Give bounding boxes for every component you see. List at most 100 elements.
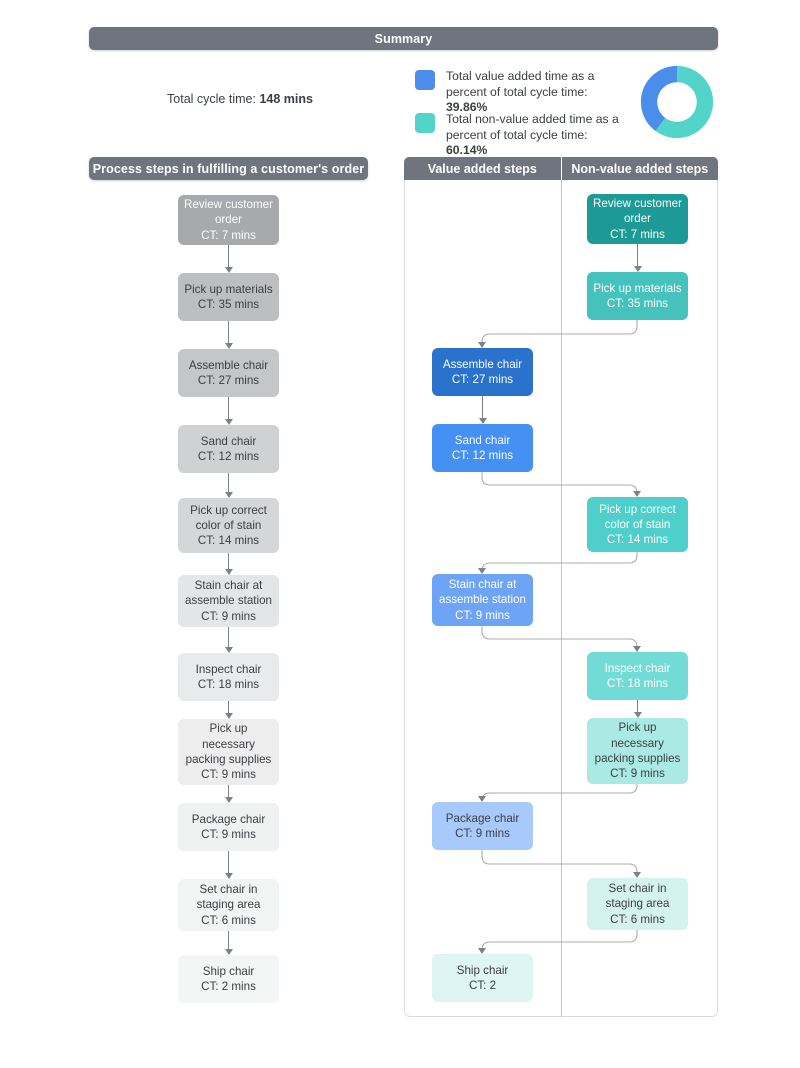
step-name-line: order [214,213,243,227]
connector-line [228,627,229,647]
step-name-line: Assemble chair [442,357,523,371]
step-name-line: assemble station [439,593,526,607]
legend-text-value-added: Total value added time as a percent of t… [446,69,595,99]
step-cycle-time: CT: 18 mins [197,678,260,691]
step-cycle-time: CT: 35 mins [606,297,669,310]
step-name-line: assemble station [185,594,272,608]
step-name-line: Pick up materials [184,282,273,296]
step-name-line: order [623,212,652,226]
step-name-line: Package chair [191,812,266,826]
connector-arrow [224,647,233,653]
step-cycle-time: CT: 27 mins [451,373,514,386]
total-cycle-time: Total cycle time: 148 mins [110,92,370,106]
step-cycle-time: CT: 9 mins [455,608,510,622]
step-name-line: Stain chair at [194,579,263,593]
connector-line [228,473,229,492]
step-name-line: Review customer [184,198,273,212]
step-cycle-time: CT: 12 mins [197,450,260,463]
legend-value-non-value-added: 60.14% [446,143,488,157]
connector-line [637,700,638,712]
column-header-value-added: Value added steps [404,157,562,180]
step-cycle-time: CT: 2 mins [201,980,256,993]
connector-line [228,785,229,797]
step-name-line: Pick up materials [593,281,682,295]
legend-item-non-value-added: Total non-value added time as a percent … [415,112,630,159]
connector-line [228,851,229,873]
connector-arrow [224,569,233,575]
value-analysis-header-row: Value added steps Non-value added steps [404,157,718,180]
step-name-line: packing supplies [185,753,272,766]
step-cycle-time: CT: 7 mins [610,227,665,241]
step-name-line: staging area [605,897,670,911]
legend-swatch-value-added [415,70,435,90]
column-header-non-value-added: Non-value added steps [571,161,709,176]
step-cycle-time: CT: 9 mins [201,828,256,841]
connector-line [482,396,483,418]
connector-arrow [224,797,233,803]
step-name-line: Ship chair [456,963,509,977]
step-name-line: Pick up correct [599,502,676,516]
step-name-line: packing supplies [594,752,681,765]
step-name-line: necessary [611,736,664,750]
step-name-line: Sand chair [200,434,257,448]
donut-slice-non-value-added [655,65,714,139]
step-name-line: Pick up correct [190,503,267,517]
step-name-line: Sand chair [454,433,511,447]
connector-line [637,244,638,266]
step-name-line: Set chair in [199,883,258,897]
connector-arrow [633,712,642,718]
step-cycle-time: CT: 7 mins [201,228,256,242]
summary-header-bar: Summary [89,27,718,50]
step-cycle-time: CT: 18 mins [606,677,669,690]
step-cycle-time: CT: 14 mins [606,533,669,547]
connector-arrow [633,266,642,272]
step-cycle-time: CT: 2 [468,979,497,992]
donut-chart [640,65,714,139]
step-name-line: Ship chair [202,964,255,978]
connector-line [228,553,229,569]
connector-line [228,931,229,949]
connector-arrow [224,713,233,719]
step-cycle-time: CT: 6 mins [201,913,256,927]
step-cycle-time: CT: 12 mins [451,449,514,462]
step-cycle-time: CT: 35 mins [197,298,260,311]
total-cycle-time-value: 148 mins [259,92,313,106]
connector-arrow [478,418,487,424]
legend-label-non-value-added: Total non-value added time as a percent … [446,112,630,159]
connector-line [228,245,229,267]
process-steps-header-label: Process steps in fulfilling a customer's… [92,161,365,176]
connector-line [228,701,229,713]
connector-arrow [224,949,233,955]
legend-item-value-added: Total value added time as a percent of t… [415,69,630,116]
step-name-line: Pick up [618,721,657,735]
step-name-line: staging area [196,898,261,912]
connector-arrow [224,419,233,425]
